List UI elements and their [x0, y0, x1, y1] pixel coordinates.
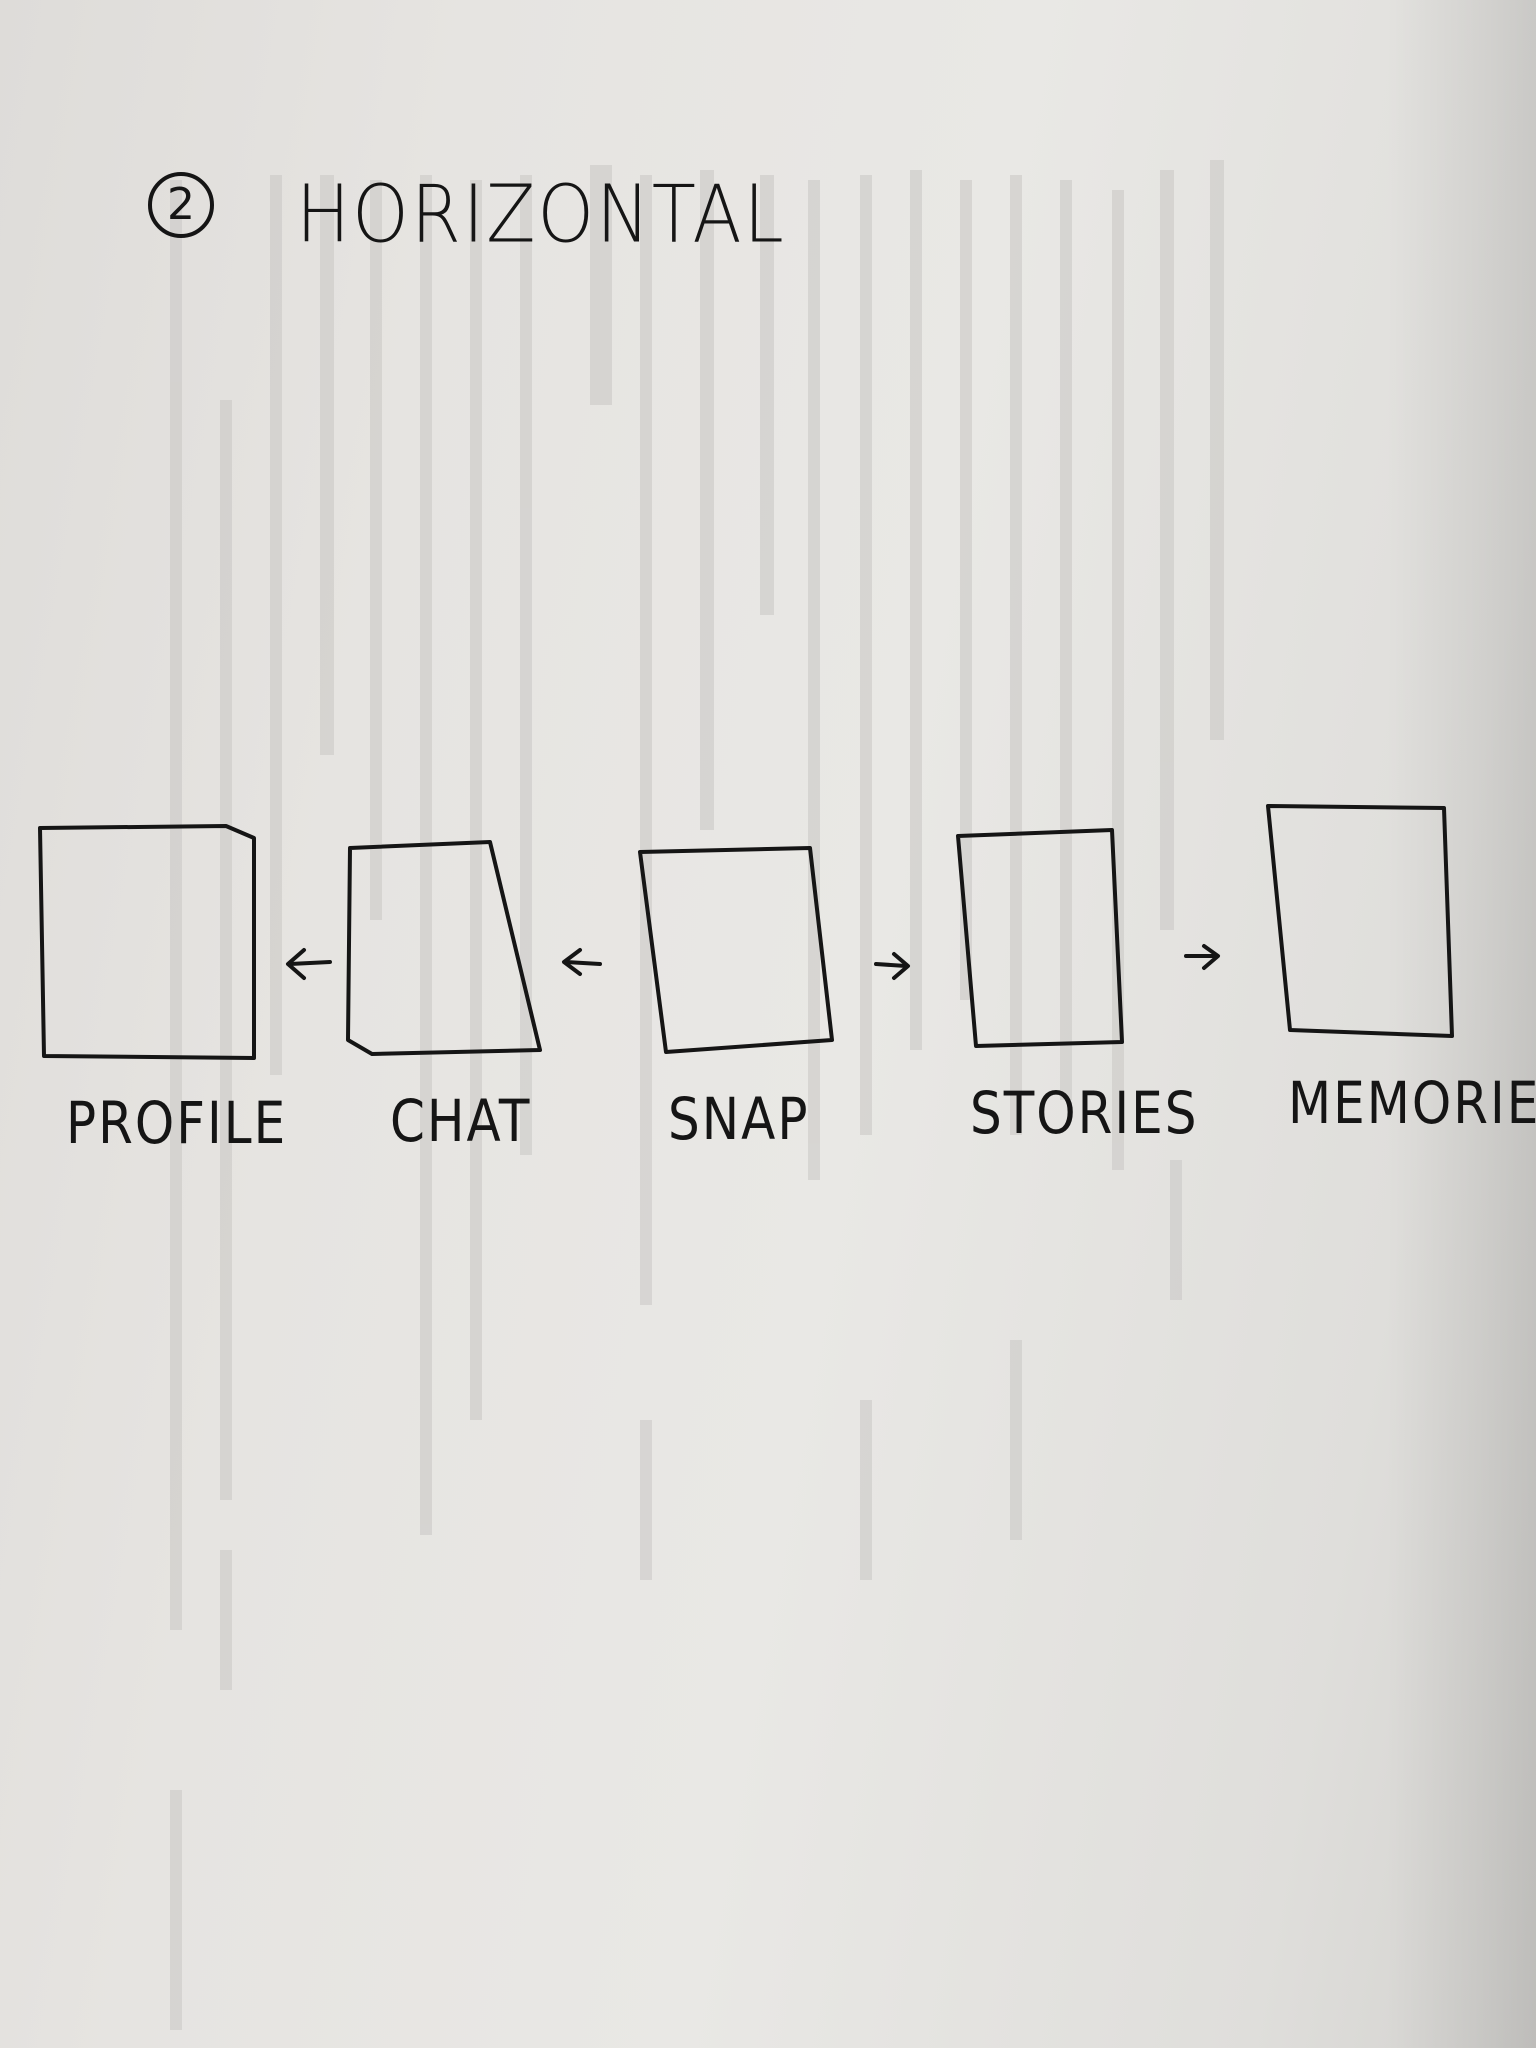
paper-shadow	[1386, 0, 1536, 2048]
screen-box-stories	[956, 828, 1124, 1048]
screen-box-snap	[638, 846, 834, 1054]
arrow-stories-to-memories	[1184, 944, 1220, 970]
screen-label-memories: MEMORIES	[1288, 1070, 1536, 1137]
step-number-badge: 2	[148, 172, 214, 238]
page-title: HORIZONTAL	[296, 168, 786, 261]
screen-label-snap: SNAP	[668, 1086, 810, 1153]
arrow-snap-to-stories	[874, 952, 910, 980]
screen-label-chat: CHAT	[390, 1088, 532, 1155]
screen-label-stories: STORIES	[970, 1080, 1199, 1147]
screen-box-chat	[346, 840, 542, 1056]
arrow-snap-to-chat	[562, 948, 602, 976]
screen-box-memories	[1266, 804, 1454, 1038]
arrow-chat-to-profile	[286, 948, 332, 980]
screen-box-profile	[38, 824, 256, 1060]
screen-label-profile: PROFILE	[66, 1090, 288, 1157]
